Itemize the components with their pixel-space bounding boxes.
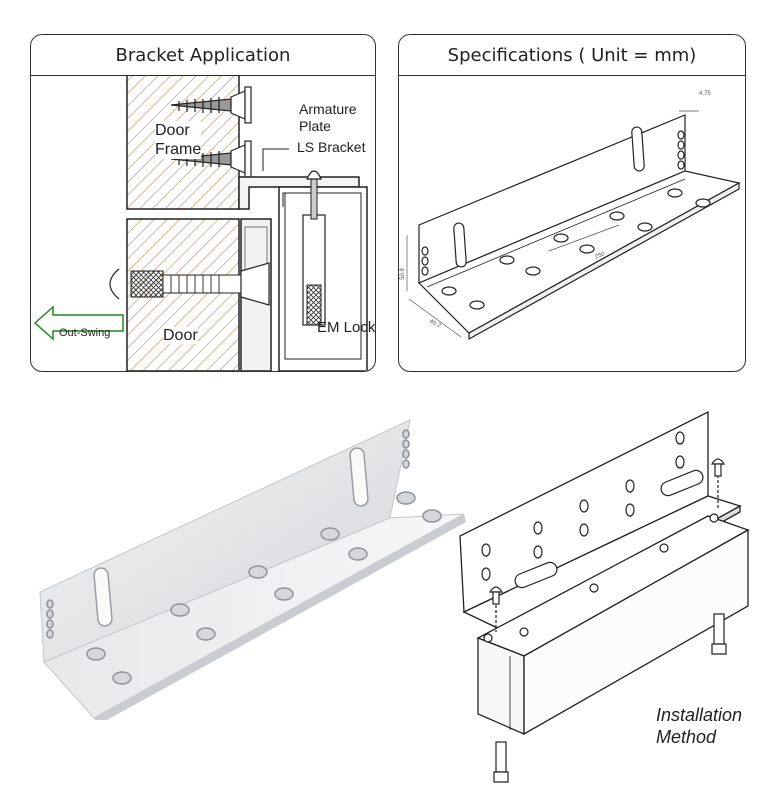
- specifications-drawing: [406, 110, 741, 341]
- armature-plate-label: Armature Plate: [299, 101, 357, 134]
- frame-screw-top: [170, 86, 252, 124]
- out-swing-label: Out-Swing: [59, 327, 111, 339]
- ls-bracket-shape: [238, 176, 360, 210]
- bracket-application-diagram: [33, 75, 368, 371]
- bracket-application-title: Bracket Application: [31, 35, 375, 76]
- installation-caption-line2: Method: [656, 727, 717, 747]
- door-frame-label: Door Frame: [155, 121, 202, 159]
- out-swing-arrow: [33, 305, 124, 341]
- door-label: Door: [163, 327, 198, 344]
- dimension-height: 50.8: [399, 268, 406, 280]
- ls-bracket-render: [39, 419, 466, 720]
- specifications-panel: Specifications ( Unit = mm): [398, 34, 746, 372]
- installation-caption-line1: Installation: [656, 705, 743, 725]
- installation-method-caption: Installation Method: [656, 704, 742, 748]
- em-lock-label: EM Lock: [317, 319, 376, 336]
- installation-method-drawing: [459, 410, 750, 783]
- ls-bracket-label: LS Bracket: [297, 139, 366, 155]
- dimension-thickness: 4.75: [699, 91, 711, 97]
- bracket-application-panel: Bracket Application: [30, 34, 376, 372]
- specifications-title: Specifications ( Unit = mm): [399, 35, 745, 76]
